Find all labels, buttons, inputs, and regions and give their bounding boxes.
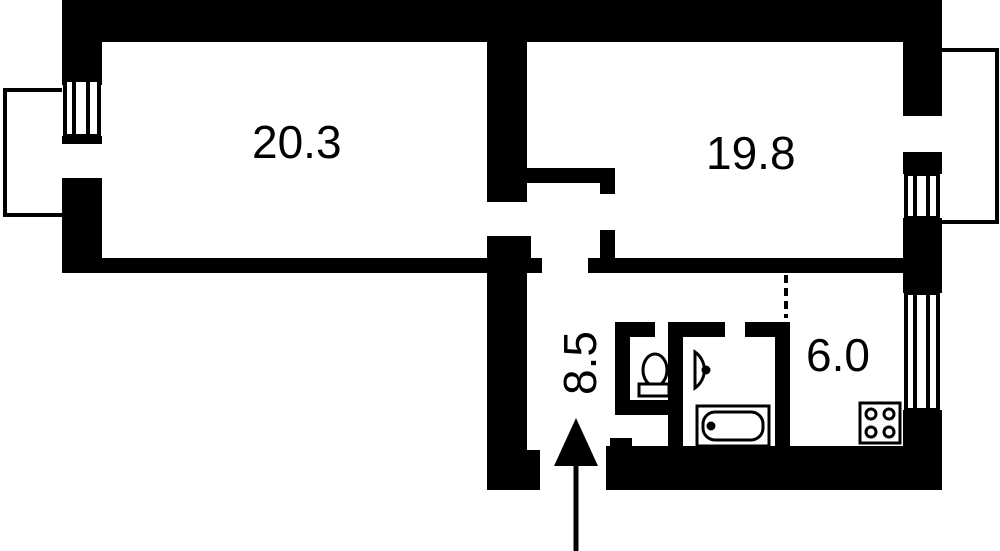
balcony-right — [942, 48, 999, 224]
wall-left-upper — [62, 0, 102, 80]
room-area-hallway: 8.5 — [553, 331, 606, 395]
wall-hall-left — [487, 236, 527, 490]
toilet-icon — [637, 352, 671, 398]
toilet-bowl — [641, 352, 669, 388]
stove-burner-2 — [882, 407, 896, 421]
wall-left-room-bottom — [62, 258, 542, 273]
room-area-kitchen: 6.0 — [806, 329, 870, 381]
wall-partition-middle — [487, 0, 527, 202]
wall-right-room-bottom — [588, 258, 908, 273]
stove-burner-3 — [864, 425, 878, 439]
wall-toilet-right — [668, 322, 683, 450]
stove-body — [858, 401, 902, 445]
window-left — [63, 78, 101, 138]
wall-toilet-bottom — [615, 400, 682, 415]
wall-right-lower — [903, 152, 942, 174]
wall-left-jamb-bottom — [62, 136, 102, 144]
windows — [63, 78, 940, 412]
sink-drain — [701, 365, 711, 375]
room-area-right: 19.8 — [706, 127, 796, 179]
window-kitchen — [904, 291, 940, 412]
balconies — [3, 48, 999, 224]
window-right — [904, 172, 940, 220]
bathtub-icon — [695, 404, 771, 448]
wall-bath-right — [775, 322, 790, 450]
balcony-left — [3, 88, 62, 217]
wall-entrance-left — [487, 450, 540, 490]
wall-hall-door-top — [527, 168, 615, 183]
stove-icon — [858, 401, 902, 445]
toilet-tank — [637, 382, 671, 398]
wall-right-upper — [903, 0, 942, 116]
entrance-arrow-icon — [554, 418, 598, 551]
walls — [62, 0, 942, 490]
wall-toilet-left — [615, 322, 630, 414]
bathtub-drain — [706, 421, 716, 431]
bathtub-inner — [701, 410, 765, 442]
wall-left-lower — [62, 178, 102, 273]
wall-kitchen-right — [903, 273, 942, 293]
wall-hall-door-top-jamb — [600, 168, 615, 194]
entrance-arrow-head — [554, 418, 598, 466]
wall-bottom-left-stub — [610, 438, 632, 450]
wall-hall-door-right-jamb — [600, 230, 615, 260]
stove-burner-4 — [882, 425, 896, 439]
stove-burner-1 — [864, 407, 878, 421]
wall-bottom — [606, 446, 942, 490]
room-area-left: 20.3 — [252, 116, 342, 168]
sink-icon — [693, 349, 711, 391]
wall-right-jamb — [903, 218, 942, 278]
